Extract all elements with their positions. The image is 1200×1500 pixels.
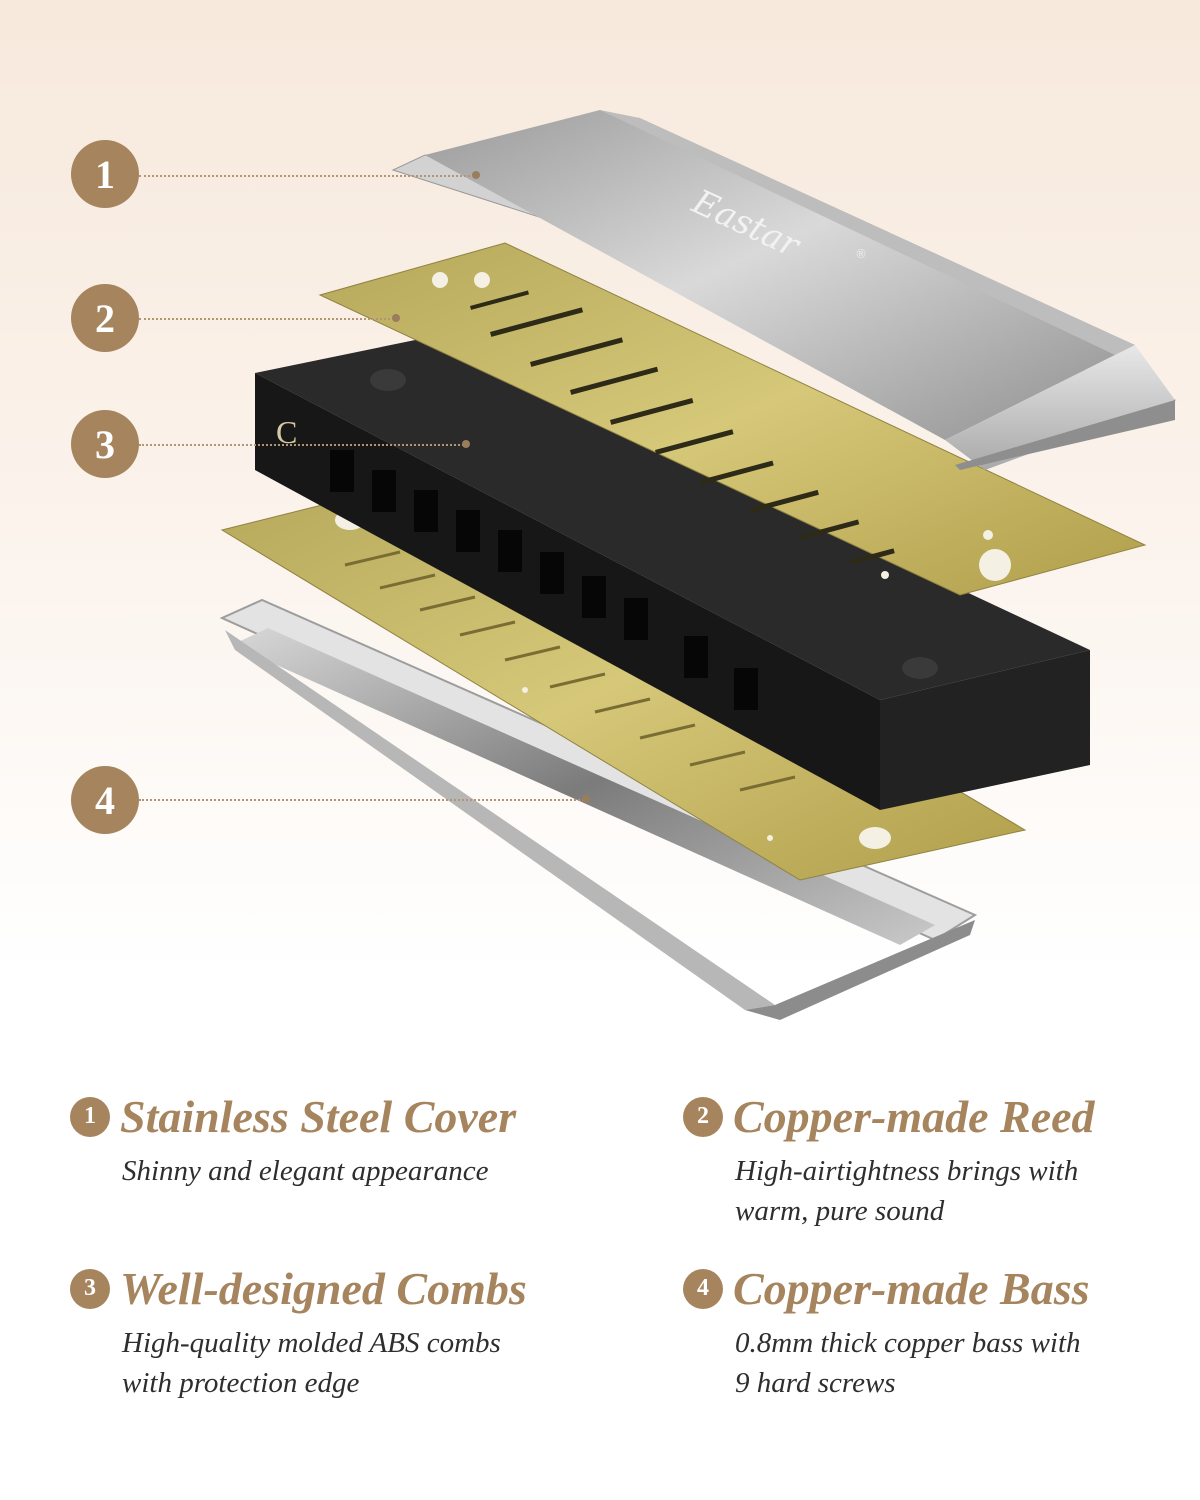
comb-key-label: C [276,414,297,450]
feature-badge-4: 4 [683,1268,723,1309]
feature-description: High-airtightness brings with warm, pure… [735,1151,1153,1231]
callout-badge-4: 4 [71,766,139,834]
feature-description-line: 0.8mm thick copper bass with [735,1327,1081,1359]
callout-line-3 [139,444,464,446]
callout-badge-2: 2 [71,284,139,352]
feature-description-line: warm, pure sound [735,1195,945,1227]
callout-dot-3 [462,440,470,448]
feature-description: Shinny and elegant appearance [122,1151,540,1191]
exploded-harmonica-view: C [71,110,1177,1020]
callout-line-4 [139,799,584,801]
callout-line-2 [139,318,394,320]
feature-title: Copper-made Reed [733,1091,1095,1142]
feature-description-line: 9 hard screws [735,1367,896,1399]
feature-title: Well-designed Combs [120,1263,527,1314]
feature-description-line: High-quality molded ABS combs [122,1327,501,1359]
feature-stainless-steel-cover: 1 Stainless Steel Cover Shinny and elega… [70,1090,540,1191]
registered-mark: ® [855,247,867,261]
top-stainless-cover [391,110,1177,470]
top-reed-plate [318,242,1147,596]
callout-dot-4 [582,795,590,803]
feature-title: Copper-made Bass [733,1263,1090,1314]
feature-badge-2: 2 [683,1096,723,1137]
feature-description-line: with protection edge [122,1367,360,1399]
feature-well-designed-combs: 3 Well-designed Combs High-quality molde… [70,1262,540,1403]
callout-dot-2 [392,314,400,322]
callout-badge-3: 3 [71,410,139,478]
feature-description-line: Shinny and elegant appearance [122,1155,489,1187]
feature-description: High-quality molded ABS combs with prote… [122,1323,540,1403]
callout-dot-1 [472,171,480,179]
abs-comb [255,338,1090,810]
feature-description: 0.8mm thick copper bass with 9 hard scre… [735,1323,1153,1403]
feature-title: Stainless Steel Cover [120,1091,517,1142]
harmonica-illustration: C [219,110,1177,1020]
feature-copper-made-reed: 2 Copper-made Reed High-airtightness bri… [683,1090,1153,1231]
feature-badge-3: 3 [70,1268,110,1309]
feature-copper-made-bass: 4 Copper-made Bass 0.8mm thick copper ba… [683,1262,1153,1403]
feature-badge-1: 1 [70,1096,110,1137]
feature-description-line: High-airtightness brings with [735,1155,1079,1187]
callout-badge-1: 1 [71,140,139,208]
callout-line-1 [139,175,474,177]
